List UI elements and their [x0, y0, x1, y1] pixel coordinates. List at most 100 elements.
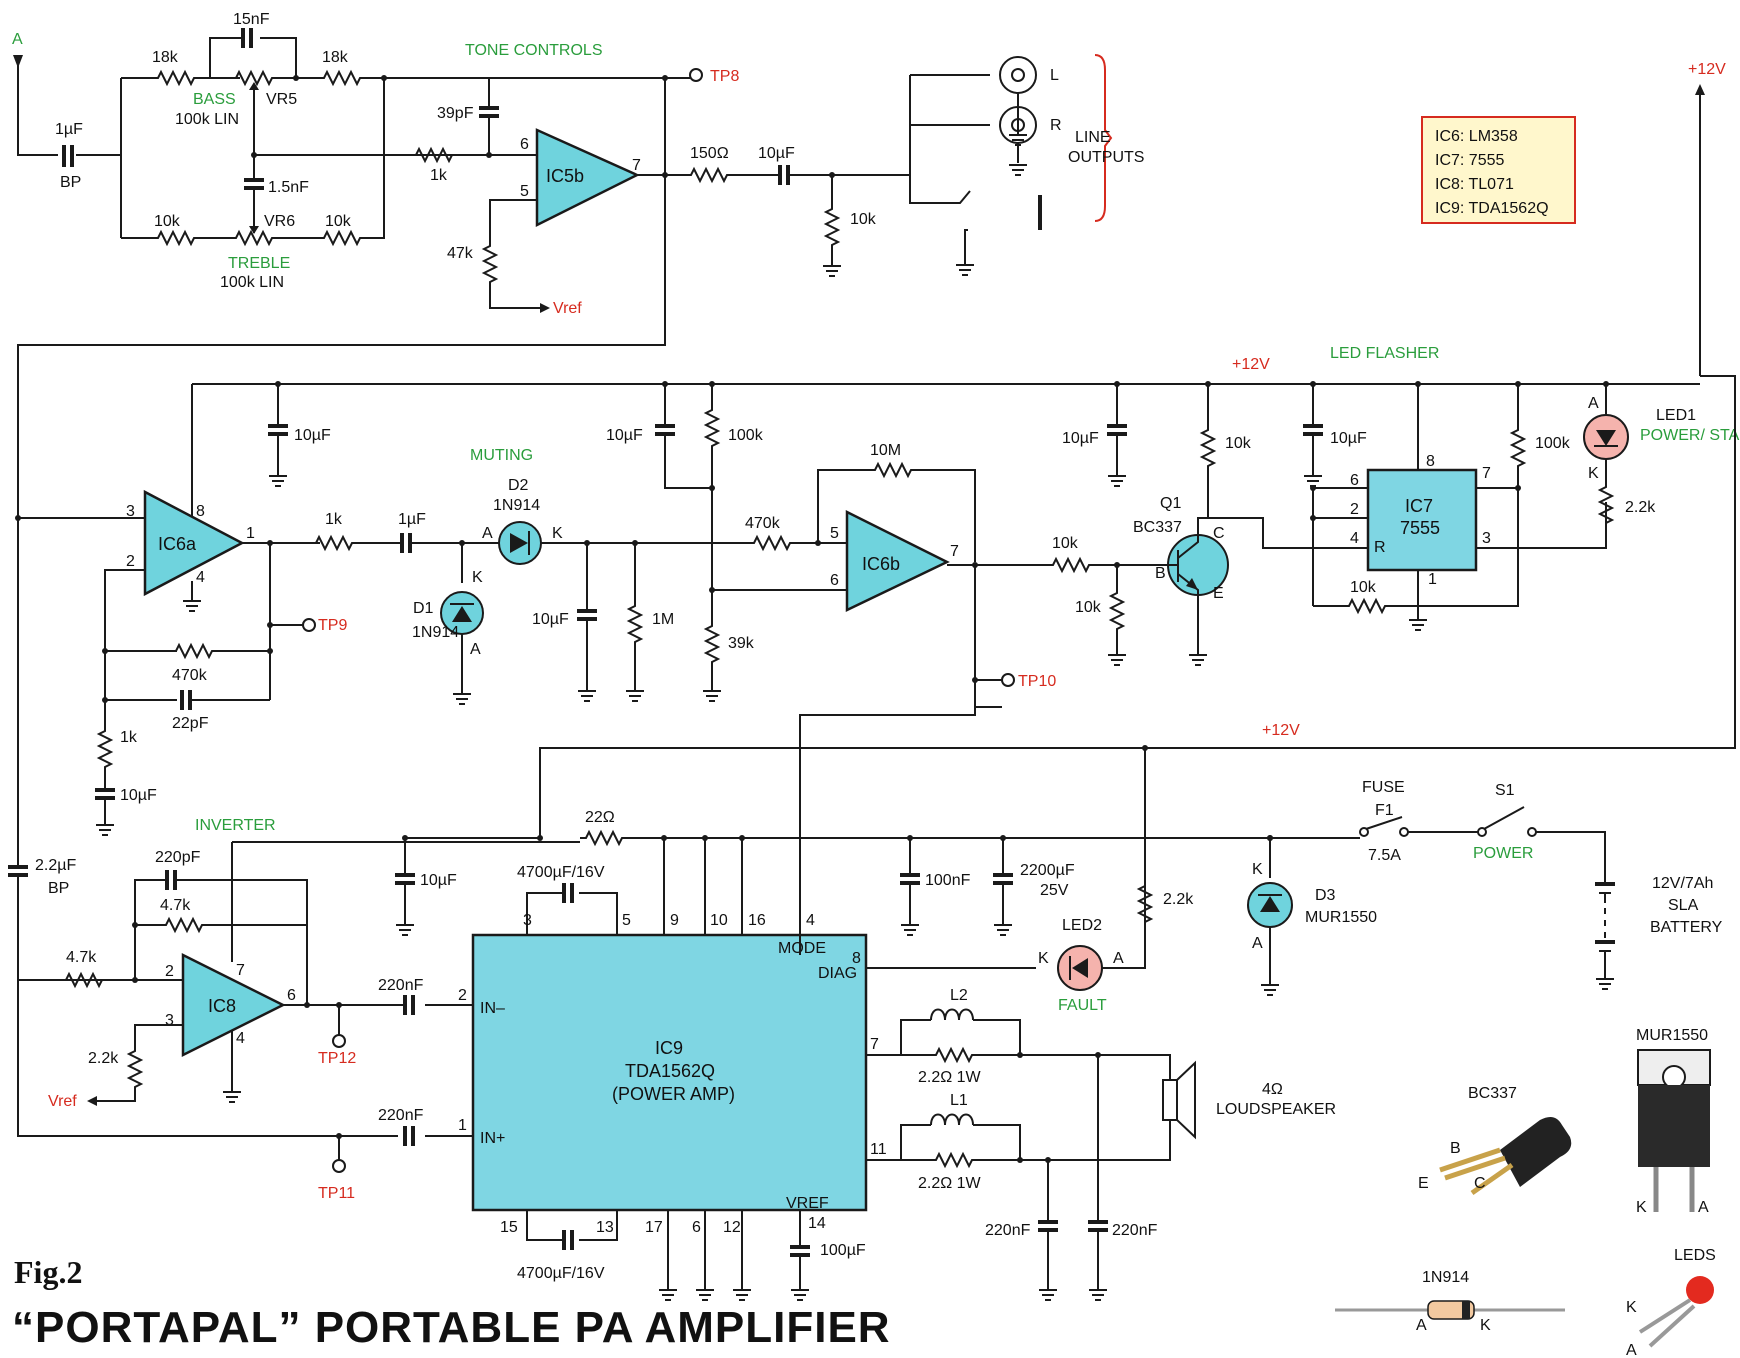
ic6a-pin4: 4 [196, 569, 205, 586]
bc337-pinout-label: BC337 [1468, 1085, 1517, 1102]
mur1550-k: K [1636, 1199, 1647, 1216]
ic9-in-plus: IN+ [480, 1130, 505, 1147]
tp11-point [332, 1159, 346, 1173]
cap-220nf-in1: 220nF [378, 977, 424, 994]
l2-label: L2 [950, 987, 968, 1004]
d1-anode: A [470, 641, 481, 658]
ic9-diag: DIAG [818, 965, 857, 982]
ic9-vref: VREF [786, 1195, 829, 1212]
resistor-2-2-ohm-top: 2.2Ω 1W [918, 1069, 982, 1086]
led2-label: LED2 [1062, 917, 1102, 934]
muting-label: MUTING [470, 447, 533, 464]
resistor-2-2k-led2: 2.2k [1163, 891, 1194, 908]
ic7-pin3: 3 [1482, 530, 1491, 547]
resistor-100k-div: 100k [728, 427, 764, 444]
ic6a-pin3: 3 [126, 503, 135, 520]
muting-section: +12V 10µF IC6a 3 2 8 4 1 470k 22pF 1k [15, 356, 1700, 955]
tp10-point [1001, 673, 1015, 687]
tone-control-section: A 1µF BP 18k 15nF 18k BASS 100k LIN VR5 … [12, 11, 739, 420]
ic9-pin9: 9 [670, 912, 679, 929]
ic6a-pin2: 2 [126, 553, 135, 570]
resistor-18k-left: 18k [152, 49, 179, 66]
tp10-label: TP10 [1018, 673, 1056, 690]
ic7-pin6: 6 [1350, 472, 1359, 489]
cap-2-2uf-bp: BP [48, 880, 69, 897]
inverter-label: INVERTER [195, 817, 276, 834]
loudspeaker-icon [1162, 1060, 1196, 1140]
ic-table: IC6: LM358 IC7: 7555 IC8: TL071 IC9: TDA… [1421, 116, 1576, 224]
cap-15nf-label: 15nF [233, 11, 270, 28]
jack-l-label: L [1050, 67, 1059, 84]
ic9-pin2: 2 [458, 987, 467, 1004]
fuse-label: FUSE [1362, 779, 1405, 796]
resistor-2-2k-ic8: 2.2k [88, 1050, 119, 1067]
ic5b-pin6: 6 [520, 136, 529, 153]
power-standby-label: POWER/ STANDBY [1640, 427, 1740, 444]
resistor-150-ohm: 150Ω [690, 145, 729, 162]
ic7-pin7: 7 [1482, 465, 1491, 482]
fault-label: FAULT [1058, 997, 1107, 1014]
battery-line2: SLA [1668, 897, 1699, 914]
ic6b-opamp [845, 509, 950, 612]
q1-emitter: E [1213, 585, 1224, 602]
resistor-1k-ic6a: 1k [120, 729, 138, 746]
mur1550-package-icon [1637, 1049, 1711, 1212]
power-amp-section: 22Ω 10µF IC9 TDA1562Q (POWER AMP) IN– IN… [339, 809, 1336, 1301]
cap-10uf-ic6a: 10µF [294, 427, 331, 444]
cap-1-5nf-label: 1.5nF [268, 179, 309, 196]
resistor-10k-timing: 10k [1350, 579, 1377, 596]
resistor-10k-pd: 10k [1075, 599, 1102, 616]
ic9-pin4: 4 [806, 912, 815, 929]
rail-12v-mid: +12V [1232, 356, 1270, 373]
resistor-10k-tl: 10k [154, 213, 181, 230]
led1-cathode: K [1588, 465, 1599, 482]
cap-10uf-div: 10µF [606, 427, 643, 444]
resistor-1k-mute: 1k [325, 511, 343, 528]
d1-type: 1N914 [412, 624, 459, 641]
plus12v-arrow-icon [1695, 84, 1705, 95]
ic9-type: TDA1562Q [625, 1061, 715, 1081]
ic5b-opamp [535, 128, 640, 228]
resistor-100k-flash: 100k [1535, 435, 1571, 452]
ic9-chip [471, 933, 868, 1212]
resistor-4-7k-in: 4.7k [66, 949, 97, 966]
fuse-value: 7.5A [1368, 847, 1401, 864]
ic-table-row-3: IC8: TL071 [1435, 176, 1514, 193]
ic8-pin7: 7 [236, 962, 245, 979]
ic6a-pin1: 1 [246, 525, 255, 542]
resistor-10k-base: 10k [1052, 535, 1079, 552]
ic7-chip [1366, 468, 1478, 572]
ic6a-pin8: 8 [196, 503, 205, 520]
tp8-label: TP8 [710, 68, 739, 85]
ic9-pin1: 1 [458, 1117, 467, 1134]
cap-22pf: 22pF [172, 715, 209, 732]
figure-label: Fig.2 [14, 1254, 82, 1290]
figure-title: “PORTAPAL” PORTABLE PA AMPLIFIER [12, 1303, 891, 1352]
vr5-value: 100k LIN [175, 111, 239, 128]
ic9-pin14: 14 [808, 1215, 826, 1232]
line-outputs-label-1: LINE [1075, 129, 1111, 146]
ic7-pin1: 1 [1428, 571, 1437, 588]
switch-s1: S1 [1495, 782, 1515, 799]
ic6b-pin7: 7 [950, 543, 959, 560]
resistor-2-2-ohm-bot: 2.2Ω 1W [918, 1175, 982, 1192]
ic9-pin8: 8 [852, 950, 861, 967]
resistor-47k: 47k [447, 245, 474, 262]
resistor-10m: 10M [870, 442, 901, 459]
power-label: POWER [1473, 845, 1533, 862]
vr6-value: 100k LIN [220, 274, 284, 291]
cap-2-2uf: 2.2µF [35, 857, 76, 874]
ic6a-opamp [143, 489, 245, 597]
jack-r-label: R [1050, 117, 1062, 134]
tp11-label: TP11 [318, 1185, 355, 1202]
ic9-pin15: 15 [500, 1219, 518, 1236]
ic9-pin16: 16 [748, 912, 766, 929]
cap-bp-label: BP [60, 174, 81, 191]
resistor-1m: 1M [652, 611, 674, 628]
ic-table-row-2: IC7: 7555 [1435, 152, 1504, 169]
1n914-a: A [1416, 1317, 1427, 1334]
led2-anode: A [1113, 950, 1124, 967]
d3-label: D3 [1315, 887, 1336, 904]
cap-39pf-label: 39pF [437, 105, 474, 122]
cap-1uf-label: 1µF [55, 121, 83, 138]
